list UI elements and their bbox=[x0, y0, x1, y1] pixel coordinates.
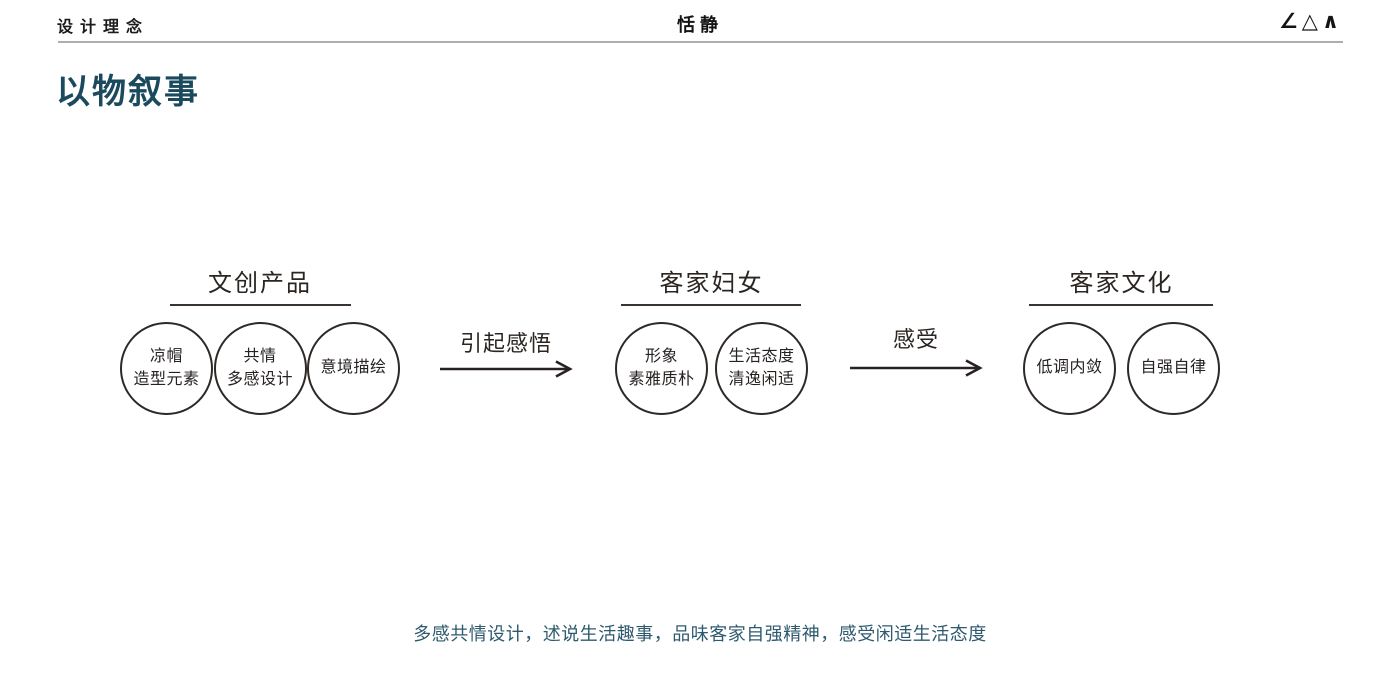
arrow-right-icon bbox=[850, 359, 983, 377]
concept-circle: 低调内敛 bbox=[1023, 322, 1116, 415]
circle-row: 形象 素雅质朴 生活态度 清逸闲适 bbox=[615, 322, 808, 415]
group-label: 文创产品 bbox=[208, 270, 312, 297]
page-title: 以物叙事 bbox=[56, 73, 200, 111]
circle-text: 形象 素雅质朴 bbox=[628, 347, 695, 388]
slide-keyword: 恬静 bbox=[677, 15, 723, 35]
concept-circle: 意境描绘 bbox=[307, 322, 400, 415]
brand-logo: ∠△∧ bbox=[1278, 10, 1343, 33]
circle-row: 凉帽 造型元素 共情 多感设计 意境描绘 bbox=[120, 322, 400, 415]
diagram-group-hakka-culture: 客家文化 低调内敛 自强自律 bbox=[1023, 258, 1220, 415]
concept-circle: 自强自律 bbox=[1127, 322, 1220, 415]
group-label: 客家文化 bbox=[1069, 270, 1174, 297]
circle-row: 低调内敛 自强自律 bbox=[1023, 322, 1220, 415]
diagram-group-hakka-women: 客家妇女 形象 素雅质朴 生活态度 清逸闲适 bbox=[615, 258, 808, 415]
concept-circle: 生活态度 清逸闲适 bbox=[715, 322, 808, 415]
group-underline bbox=[1029, 304, 1213, 306]
concept-circle: 凉帽 造型元素 bbox=[120, 322, 213, 415]
flow-arrow-label: 引起感悟 bbox=[459, 331, 552, 356]
circle-text: 生活态度 清逸闲适 bbox=[728, 347, 795, 388]
flow-arrow-label: 感受 bbox=[892, 327, 939, 352]
arrow-right-icon bbox=[440, 360, 573, 378]
circle-text: 低调内敛 bbox=[1036, 359, 1103, 377]
concept-circle: 共情 多感设计 bbox=[213, 322, 307, 415]
circle-text: 意境描绘 bbox=[320, 359, 387, 377]
diagram-group-cultural-products: 文创产品 凉帽 造型元素 共情 多感设计 意境描绘 bbox=[120, 258, 400, 415]
header-divider bbox=[58, 41, 1343, 43]
group-label: 客家妇女 bbox=[659, 270, 764, 297]
slide-caption: 多感共情设计，述说生活趣事，品味客家自强精神，感受闲适生活态度 bbox=[413, 624, 987, 644]
group-underline bbox=[170, 304, 351, 306]
header-section-label: 设计理念 bbox=[57, 19, 150, 36]
circle-text: 凉帽 造型元素 bbox=[133, 347, 200, 388]
group-underline bbox=[621, 304, 801, 306]
circle-text: 共情 多感设计 bbox=[226, 347, 293, 388]
concept-circle: 形象 素雅质朴 bbox=[615, 322, 708, 415]
circle-text: 自强自律 bbox=[1140, 359, 1207, 377]
